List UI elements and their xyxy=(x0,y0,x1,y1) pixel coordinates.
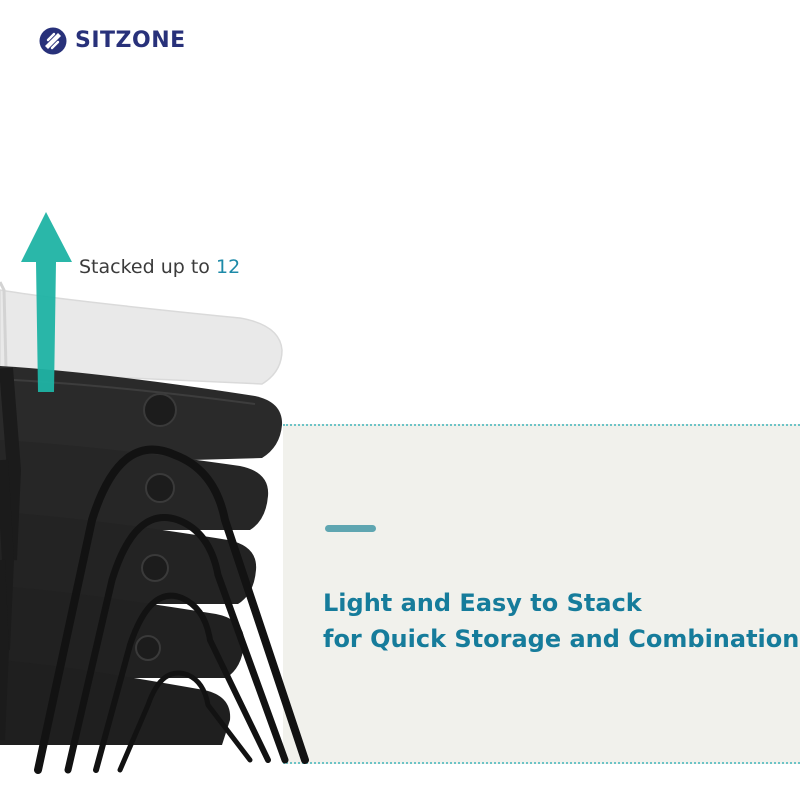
ghost-chair-seat xyxy=(0,281,283,385)
stack-count: 12 xyxy=(215,256,241,278)
stack-up-arrow-icon xyxy=(21,212,72,392)
info-panel xyxy=(283,424,800,764)
chair-seat-2 xyxy=(0,440,269,530)
brand-logo: SITZONE xyxy=(38,26,186,56)
headline: Light and Easy to Stack for Quick Storag… xyxy=(323,585,799,657)
brand-name: SITZONE xyxy=(75,28,186,53)
frame-connectors xyxy=(135,393,177,661)
sitzone-logo-icon xyxy=(39,27,67,55)
headline-line-2: for Quick Storage and Combination xyxy=(323,625,800,653)
chair-seat-3 xyxy=(0,512,257,604)
stacked-chairs-image xyxy=(0,212,309,774)
chair-frames xyxy=(34,445,309,774)
accent-bar xyxy=(325,525,376,532)
stack-note-text: Stacked up to xyxy=(79,256,216,278)
chair-backs xyxy=(0,367,22,741)
stack-capacity-note: Stacked up to 12 xyxy=(79,256,240,278)
headline-line-1: Light and Easy to Stack xyxy=(323,589,642,617)
